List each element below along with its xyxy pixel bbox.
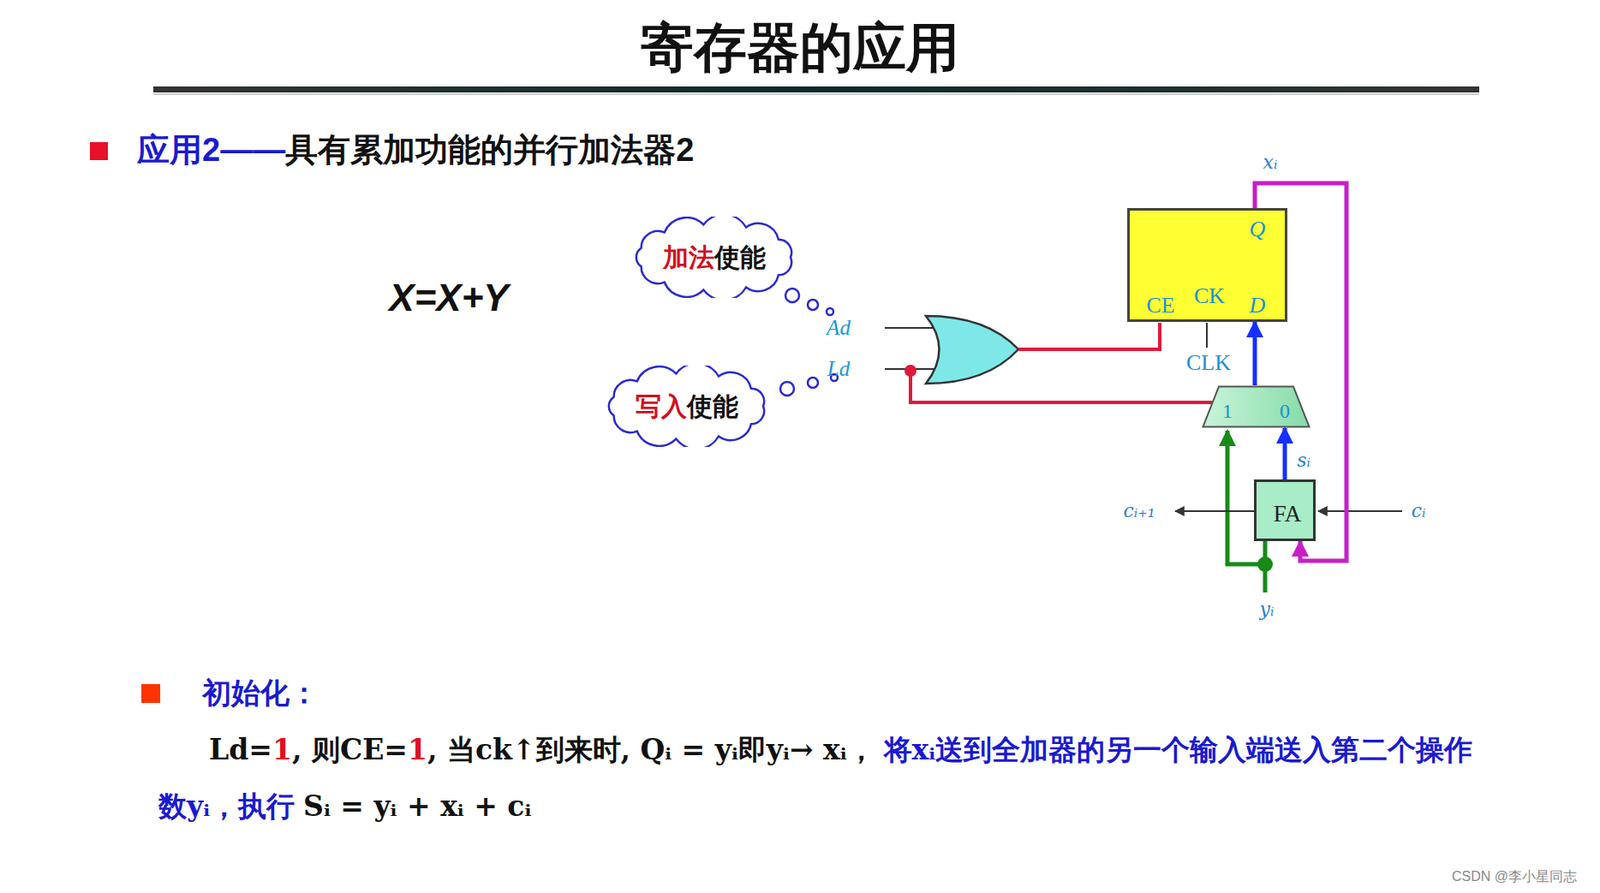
junction-dot bbox=[1257, 556, 1273, 573]
cloud-word: 写入 bbox=[635, 392, 687, 421]
body-text: , 则CE= bbox=[292, 733, 408, 767]
or-gate bbox=[925, 316, 1019, 384]
signal-name: sᵢ bbox=[1296, 450, 1311, 472]
ce-wire bbox=[1018, 322, 1160, 350]
thought-cloud: 加法使能 bbox=[630, 216, 799, 299]
pin-label: CK bbox=[1194, 285, 1225, 308]
cloud-text: 写入使能 bbox=[635, 394, 739, 420]
junction-dot bbox=[904, 364, 917, 377]
watermark: CSDN @李小星同志 bbox=[1451, 869, 1577, 885]
signal-name: CLK bbox=[1186, 351, 1231, 377]
pin-label: 1 bbox=[1222, 400, 1233, 422]
mux-trapezoid: 10 bbox=[1201, 385, 1311, 429]
body-text: , 当ck↑到来时, Qᵢ = yᵢ即yᵢ→ xᵢ， bbox=[427, 733, 876, 767]
body-text: 1 bbox=[272, 733, 293, 767]
header-rule-thin bbox=[153, 94, 1480, 96]
shape-outline bbox=[1201, 385, 1311, 429]
cloud-word: 加法 bbox=[662, 243, 715, 272]
signal-name: Ad bbox=[826, 316, 851, 341]
signal-name: cᵢ₊₁ bbox=[1122, 501, 1155, 522]
paragraph: Ld=1, 则CE=1, 当ck↑到来时, Qᵢ = yᵢ即yᵢ→ xᵢ，将xᵢ… bbox=[158, 722, 1495, 836]
section-heading: 初始化： bbox=[202, 677, 319, 710]
heading-text: 具有累加功能的并行加法器2 bbox=[285, 131, 694, 168]
body-text: 1 bbox=[407, 733, 428, 767]
signal-name: Ld bbox=[827, 357, 850, 382]
thought-cloud: 写入使能 bbox=[602, 365, 771, 448]
cloud-outline bbox=[608, 365, 765, 448]
bus-wire bbox=[1253, 322, 1258, 386]
bullet-heading: 应用2——具有累加功能的并行加法器2 bbox=[137, 128, 694, 173]
bullet bbox=[141, 684, 161, 704]
mux-outline bbox=[1203, 387, 1310, 428]
heading-text: 应用2—— bbox=[137, 131, 286, 168]
pin-label: FA bbox=[1273, 502, 1302, 526]
formula: X=X+Y bbox=[388, 277, 508, 319]
header-rule bbox=[153, 86, 1480, 93]
signal-name: cᵢ bbox=[1411, 501, 1427, 522]
bullet bbox=[89, 142, 108, 161]
cloud-word: 使能 bbox=[714, 243, 766, 272]
bus-wire bbox=[1283, 428, 1288, 480]
cloud-word: 使能 bbox=[686, 392, 739, 421]
body-text: Ld= bbox=[208, 733, 273, 767]
slide-title: 寄存器的应用 bbox=[0, 11, 1600, 84]
register-box: Q CE CK D bbox=[1127, 208, 1288, 323]
pin-label: Q bbox=[1249, 218, 1266, 241]
signal-name: xᵢ bbox=[1263, 152, 1278, 174]
select-wire bbox=[910, 370, 1212, 403]
pin-label: CE bbox=[1146, 294, 1175, 317]
cloud-text: 加法使能 bbox=[662, 244, 766, 271]
clk-wire bbox=[1205, 322, 1208, 348]
cloud-outline bbox=[636, 216, 792, 299]
carry-out-wire bbox=[1175, 510, 1254, 513]
body-text: Sᵢ = yᵢ + xᵢ + cᵢ bbox=[303, 789, 532, 824]
carry-in-wire bbox=[1318, 510, 1403, 513]
full-adder-box: FA bbox=[1253, 479, 1316, 542]
pin-label: 0 bbox=[1279, 400, 1290, 422]
pin-label: D bbox=[1249, 294, 1266, 317]
signal-name: yᵢ bbox=[1259, 599, 1275, 621]
